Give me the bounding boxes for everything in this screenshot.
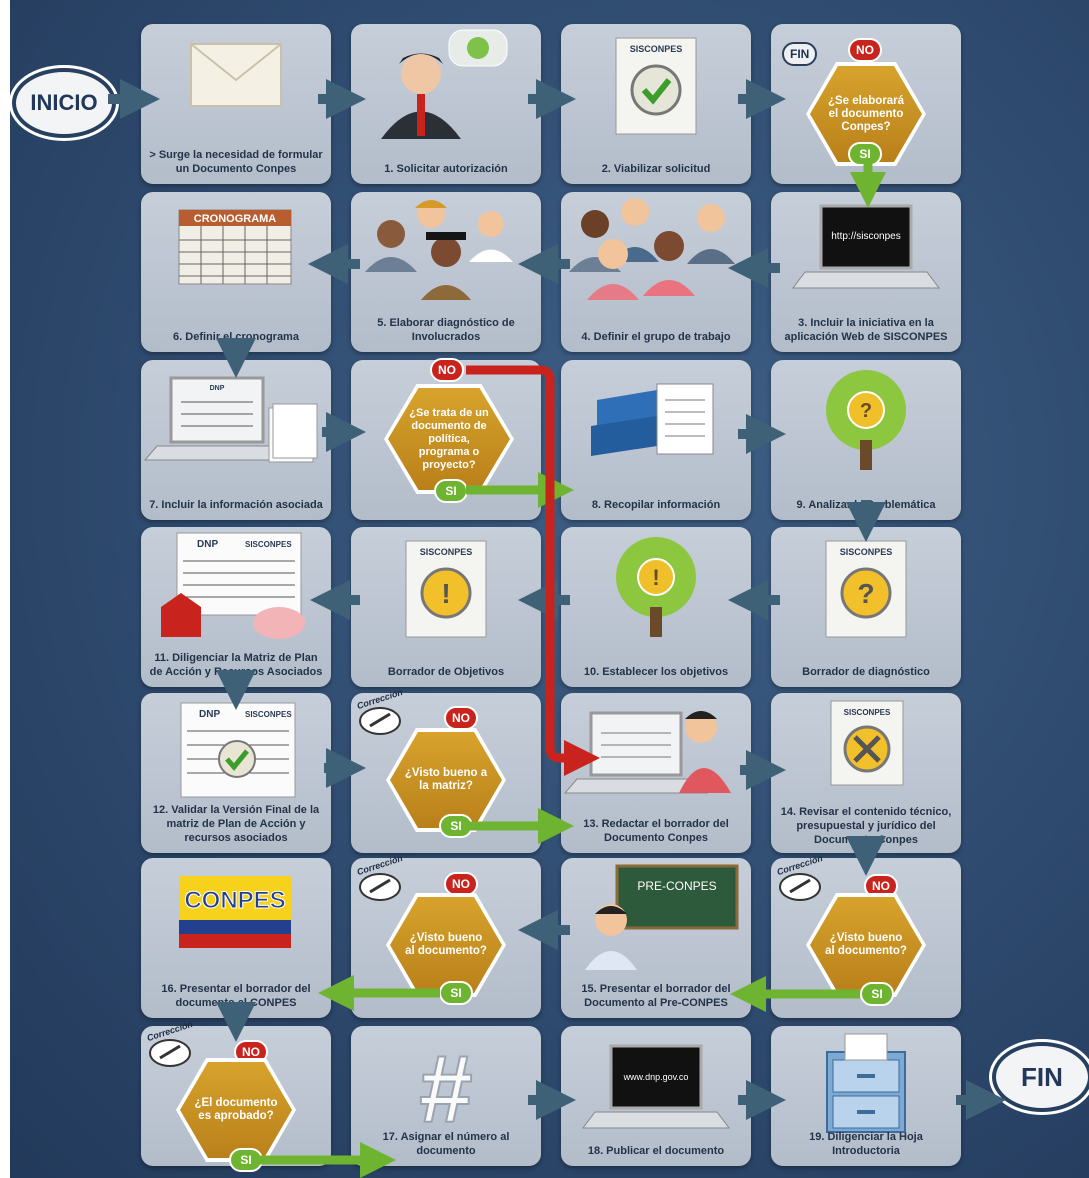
pre-conpes-presenter-icon: PRE-CONPES bbox=[585, 864, 739, 970]
decision-5-si: SI bbox=[860, 982, 894, 1006]
stakeholders-icon bbox=[365, 200, 513, 300]
step-6-label: 6. Definir el cronograma bbox=[173, 331, 299, 343]
svg-text:PRE-CONPES: PRE-CONPES bbox=[637, 879, 716, 893]
step-3-label: 3. Incluir la iniciativa en la aplicació… bbox=[784, 317, 948, 343]
step-10-label: 10. Establecer los objetivos bbox=[583, 666, 729, 678]
step-2-label: 2. Viabilizar solicitud bbox=[601, 163, 711, 175]
step-7-card: DNP 7. Incluir la información asociada bbox=[141, 360, 331, 520]
svg-text:?: ? bbox=[860, 400, 872, 422]
left-border bbox=[0, 0, 10, 1178]
start-node: INICIO bbox=[12, 68, 116, 138]
step-18-label: 18. Publicar el documento bbox=[587, 1145, 725, 1157]
draft-diagnosis-card: SISCONPES ? Borrador de diagnóstico bbox=[771, 527, 961, 687]
step-18-card: www.dnp.gov.co 18. Publicar el documento bbox=[561, 1026, 751, 1166]
svg-text:#: # bbox=[419, 1036, 472, 1143]
svg-text:DNP: DNP bbox=[197, 539, 218, 550]
fin-small-badge: FIN bbox=[782, 42, 818, 66]
work-group-icon bbox=[569, 198, 735, 300]
svg-text:SISCONPES: SISCONPES bbox=[844, 708, 891, 717]
objectives-tree-icon: ! bbox=[616, 537, 696, 637]
svg-text:CONPES: CONPES bbox=[184, 887, 285, 914]
step-15-card: PRE-CONPES 15. Presentar el borrador del… bbox=[561, 858, 751, 1018]
draft-diagnosis-doc-icon: SISCONPES ? bbox=[825, 540, 907, 638]
step-1-card: 1. Solicitar autorización bbox=[351, 24, 541, 184]
step-0-label: > Surge la necesidad de formular un Docu… bbox=[149, 149, 323, 175]
validate-matrix-icon: DNP SISCONPES bbox=[180, 702, 296, 798]
filing-cabinet-icon bbox=[826, 1033, 906, 1133]
step-2-card: SISCONPES 2. Viabilizar solicitud bbox=[561, 24, 751, 184]
sisconpes-check-doc-icon: SISCONPES bbox=[615, 37, 697, 135]
svg-text:?: ? bbox=[857, 578, 874, 609]
step-16-card: CONPES 16. Presentar el borrador del doc… bbox=[141, 858, 331, 1018]
draft-objectives-card: SISCONPES ! Borrador de Objetivos bbox=[351, 527, 541, 687]
laptop-dnp-docs-icon: DNP bbox=[143, 376, 318, 463]
svg-text:SISCONPES: SISCONPES bbox=[420, 547, 473, 557]
decision-2-no: NO bbox=[430, 358, 464, 382]
svg-text:http://sisconpes: http://sisconpes bbox=[831, 231, 900, 242]
decision-3-no: NO bbox=[444, 706, 478, 730]
step-19-card: 19. Diligenciar la Hoja Introductoria bbox=[771, 1026, 961, 1166]
svg-text:DNP: DNP bbox=[210, 385, 225, 392]
step-9-card: ? 9. Analizar la Problemática bbox=[771, 360, 961, 520]
conpes-flag-icon: CONPES bbox=[179, 876, 291, 948]
step-17-card: # 17. Asignar el número al documento bbox=[351, 1026, 541, 1166]
hash-number-icon: # bbox=[418, 1035, 473, 1144]
envelope-icon bbox=[190, 43, 282, 107]
decision-4-no: NO bbox=[444, 872, 478, 896]
svg-text:SISCONPES: SISCONPES bbox=[840, 547, 893, 557]
step-0-card: > Surge la necesidad de formular un Docu… bbox=[141, 24, 331, 184]
laptop-publish-icon: www.dnp.gov.co bbox=[582, 1044, 730, 1129]
svg-text:!: ! bbox=[652, 565, 659, 590]
step-4-card: 4. Definir el grupo de trabajo bbox=[561, 192, 751, 352]
problem-tree-icon: ? bbox=[826, 370, 906, 470]
step-8-card: 8. Recopilar información bbox=[561, 360, 751, 520]
decision-1-no: NO bbox=[848, 38, 882, 62]
step-10-card: ! 10. Establecer los objetivos bbox=[561, 527, 751, 687]
draft-objectives-doc-icon: SISCONPES ! bbox=[405, 540, 487, 638]
pencil-4-icon bbox=[359, 873, 401, 901]
svg-text:SISCONPES: SISCONPES bbox=[245, 710, 292, 719]
decision-6-si: SI bbox=[229, 1148, 263, 1172]
step-12-label: 12. Validar la Versión Final de la matri… bbox=[152, 804, 320, 844]
step-3-card: http://sisconpes 3. Incluir la iniciativ… bbox=[771, 192, 961, 352]
pencil-5-icon bbox=[779, 873, 821, 901]
svg-text:!: ! bbox=[441, 578, 450, 609]
review-tools-doc-icon: SISCONPES bbox=[830, 700, 904, 786]
pencil-3-icon bbox=[359, 707, 401, 735]
step-17-label: 17. Asignar el número al documento bbox=[382, 1131, 510, 1157]
decision-6-hex: ¿El documento es aprobado? bbox=[176, 1058, 296, 1162]
schedule-table-icon: CRONOGRAMA bbox=[178, 209, 292, 285]
step-7-label: 7. Incluir la información asociada bbox=[149, 499, 323, 511]
step-14-card: SISCONPES 14. Revisar el contenido técni… bbox=[771, 693, 961, 853]
decision-2-si: SI bbox=[434, 479, 468, 503]
draft-objectives-label: Borrador de Objetivos bbox=[387, 666, 505, 678]
step-11-card: DNP SISCONPES 11. Diligenciar la Matriz … bbox=[141, 527, 331, 687]
svg-text:SISCONPES: SISCONPES bbox=[630, 44, 683, 54]
step-4-label: 4. Definir el grupo de trabajo bbox=[581, 331, 731, 343]
step-5-label: 5. Elaborar diagnóstico de Involucrados bbox=[377, 317, 515, 343]
step-19-label: 19. Diligenciar la Hoja Introductoria bbox=[809, 1131, 923, 1157]
svg-text:SISCONPES: SISCONPES bbox=[245, 540, 292, 549]
step-13-card: 13. Redactar el borrador del Documento C… bbox=[561, 693, 751, 853]
step-1-label: 1. Solicitar autorización bbox=[384, 163, 508, 175]
draft-diagnosis-label: Borrador de diagnóstico bbox=[802, 666, 930, 678]
decision-1-hex: ¿Se elaborará el documento Conpes? bbox=[806, 62, 926, 166]
svg-text:www.dnp.gov.co: www.dnp.gov.co bbox=[623, 1072, 689, 1082]
step-6-card: CRONOGRAMA 6. Definir el cronograma bbox=[141, 192, 331, 352]
svg-text:DNP: DNP bbox=[199, 709, 220, 720]
books-document-icon bbox=[591, 383, 714, 456]
step-15-label: 15. Presentar el borrador del Documento … bbox=[581, 983, 731, 1009]
person-approval-icon bbox=[381, 29, 508, 139]
svg-text:CRONOGRAMA: CRONOGRAMA bbox=[194, 213, 277, 225]
step-5-card: 5. Elaborar diagnóstico de Involucrados bbox=[351, 192, 541, 352]
step-12-card: DNP SISCONPES 12. Validar la Versión Fin… bbox=[141, 693, 331, 853]
laptop-sisconpes-icon: http://sisconpes bbox=[792, 204, 940, 289]
writing-draft-icon bbox=[563, 711, 731, 794]
pencil-6-icon bbox=[149, 1039, 191, 1067]
action-plan-matrix-icon: DNP SISCONPES bbox=[161, 532, 305, 639]
step-13-label: 13. Redactar el borrador del Documento C… bbox=[583, 818, 729, 844]
step-8-label: 8. Recopilar información bbox=[591, 499, 721, 511]
